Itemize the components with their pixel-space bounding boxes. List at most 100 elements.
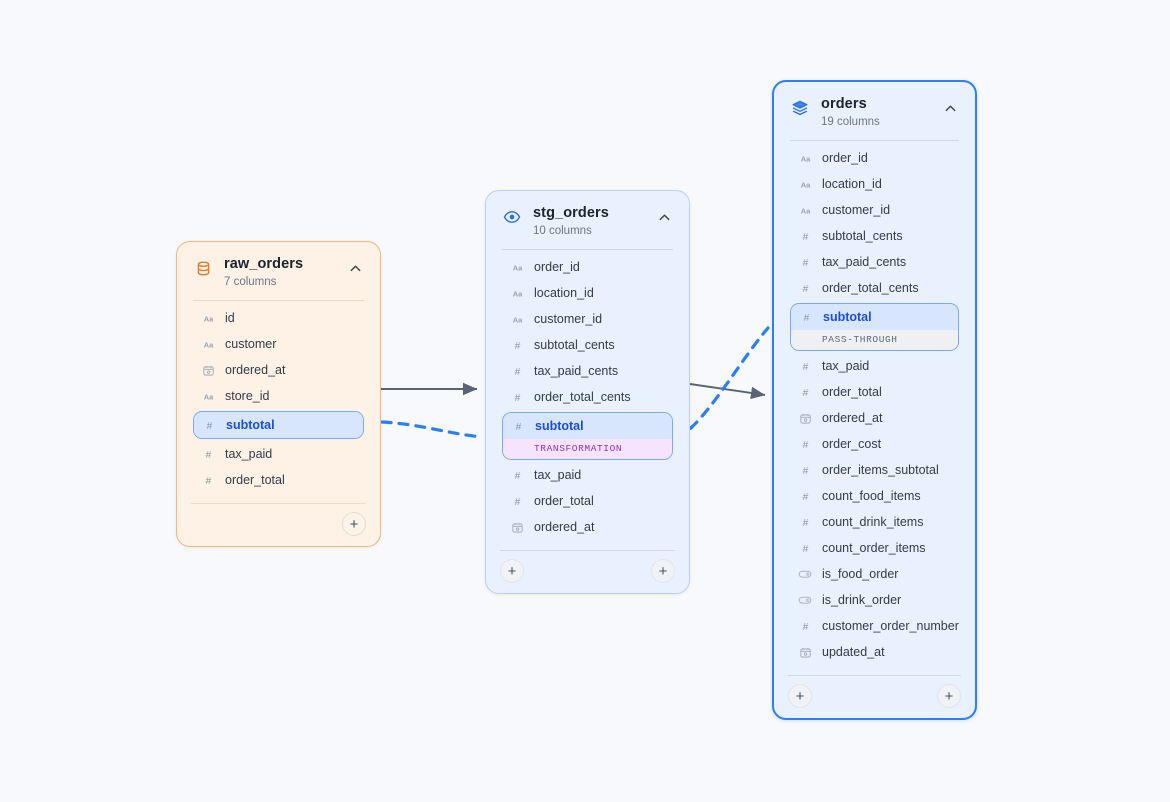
column-row[interactable]: is_drink_order [790, 587, 959, 613]
column-name: subtotal_cents [822, 229, 903, 243]
column-row[interactable]: # tax_paid_cents [790, 249, 959, 275]
column-row[interactable]: Aa order_id [790, 145, 959, 171]
column-row[interactable]: # subtotal [194, 412, 363, 438]
column-row[interactable]: # order_total_cents [790, 275, 959, 301]
node-raw-orders[interactable]: raw_orders 7 columns Aa id [176, 241, 381, 547]
column-row[interactable]: # customer_order_number [790, 613, 959, 639]
column-row[interactable]: is_food_order [790, 561, 959, 587]
column-name: ordered_at [225, 363, 286, 377]
number-type-icon: # [510, 390, 524, 404]
node-header[interactable]: orders 19 columns [790, 96, 959, 130]
column-name: count_food_items [822, 489, 921, 503]
date-type-icon [201, 363, 215, 377]
column-row[interactable]: # subtotal [791, 304, 958, 330]
add-downstream-button[interactable]: + [651, 559, 675, 583]
add-column-button[interactable]: + [342, 512, 366, 536]
chevron-up-icon[interactable] [941, 99, 959, 117]
column-row[interactable]: Aa location_id [790, 171, 959, 197]
column-row[interactable]: Aa order_id [502, 254, 673, 280]
column-row[interactable]: # count_order_items [790, 535, 959, 561]
node-header[interactable]: stg_orders 10 columns [502, 205, 673, 239]
column-row[interactable]: # order_total [193, 467, 364, 493]
add-upstream-button[interactable]: + [500, 559, 524, 583]
divider [193, 300, 364, 301]
number-type-icon: # [798, 541, 812, 555]
column-name: store_id [225, 389, 270, 403]
node-title: raw_orders [224, 256, 304, 272]
column-row[interactable]: # subtotal_cents [790, 223, 959, 249]
number-type-icon: # [201, 447, 215, 461]
lineage-badge-passthrough: PASS-THROUGH [791, 330, 958, 350]
column-name: tax_paid [534, 468, 582, 482]
text-type-icon: Aa [201, 337, 215, 351]
svg-text:#: # [515, 421, 521, 432]
column-highlighted-subtotal[interactable]: # subtotal [193, 411, 364, 439]
node-header[interactable]: raw_orders 7 columns [193, 256, 364, 290]
column-highlighted-subtotal[interactable]: # subtotal PASS-THROUGH [790, 303, 959, 351]
column-row[interactable]: Aa customer_id [502, 306, 673, 332]
column-row[interactable]: Aa customer [193, 331, 364, 357]
column-row[interactable]: # count_food_items [790, 483, 959, 509]
column-row[interactable]: # order_items_subtotal [790, 457, 959, 483]
divider [790, 140, 959, 141]
column-row[interactable]: ordered_at [193, 357, 364, 383]
column-row[interactable]: Aa store_id [193, 383, 364, 409]
column-row[interactable]: # order_cost [790, 431, 959, 457]
column-row[interactable]: # count_drink_items [790, 509, 959, 535]
svg-text:Aa: Aa [512, 263, 522, 272]
number-type-icon: # [201, 473, 215, 487]
svg-text:Aa: Aa [512, 289, 522, 298]
column-row[interactable]: # tax_paid [790, 353, 959, 379]
number-type-icon: # [510, 468, 524, 482]
node-orders[interactable]: orders 19 columns Aa order_id [772, 80, 977, 720]
column-name: location_id [534, 286, 594, 300]
svg-text:#: # [206, 420, 212, 431]
column-highlighted-subtotal[interactable]: # subtotal TRANSFORMATION [502, 412, 673, 460]
number-type-icon: # [798, 255, 812, 269]
column-row[interactable]: # subtotal_cents [502, 332, 673, 358]
column-list: Aa order_id Aa location_id Aa customer_i… [790, 145, 959, 665]
column-list: Aa order_id Aa location_id Aa customer_i… [502, 254, 673, 540]
column-row[interactable]: # tax_paid_cents [502, 358, 673, 384]
svg-text:Aa: Aa [800, 180, 810, 189]
column-row[interactable]: updated_at [790, 639, 959, 665]
svg-text:#: # [205, 475, 211, 486]
boolean-type-icon [798, 593, 812, 607]
column-row[interactable]: Aa id [193, 305, 364, 331]
column-list: Aa id Aa customer [193, 305, 364, 493]
column-row[interactable]: # subtotal [503, 413, 672, 439]
number-type-icon: # [798, 281, 812, 295]
column-row[interactable]: # order_total [502, 488, 673, 514]
column-name: tax_paid [822, 359, 870, 373]
node-stg-orders[interactable]: stg_orders 10 columns Aa order_id [485, 190, 690, 594]
chevron-up-icon[interactable] [655, 208, 673, 226]
svg-text:#: # [802, 257, 808, 268]
number-type-icon: # [202, 418, 216, 432]
svg-text:#: # [802, 621, 808, 632]
column-row[interactable]: # order_total [790, 379, 959, 405]
column-row[interactable]: # tax_paid [502, 462, 673, 488]
chevron-up-icon[interactable] [346, 259, 364, 277]
add-upstream-button[interactable]: + [788, 684, 812, 708]
svg-text:#: # [802, 543, 808, 554]
text-type-icon: Aa [510, 260, 524, 274]
column-row[interactable]: Aa customer_id [790, 197, 959, 223]
column-name: subtotal_cents [534, 338, 615, 352]
column-row[interactable]: ordered_at [502, 514, 673, 540]
column-name: customer [225, 337, 277, 351]
column-row[interactable]: # order_total_cents [502, 384, 673, 410]
add-downstream-button[interactable]: + [937, 684, 961, 708]
column-name: customer_id [534, 312, 603, 326]
boolean-type-icon [798, 567, 812, 581]
column-row[interactable]: # tax_paid [193, 441, 364, 467]
svg-text:#: # [802, 387, 808, 398]
column-row[interactable]: ordered_at [790, 405, 959, 431]
column-row[interactable]: Aa location_id [502, 280, 673, 306]
column-name: order_cost [822, 437, 882, 451]
number-type-icon: # [510, 494, 524, 508]
lineage-badge-transformation: TRANSFORMATION [503, 439, 672, 459]
svg-text:#: # [803, 312, 809, 323]
node-column-count: 10 columns [533, 225, 592, 237]
column-name: is_drink_order [822, 593, 902, 607]
